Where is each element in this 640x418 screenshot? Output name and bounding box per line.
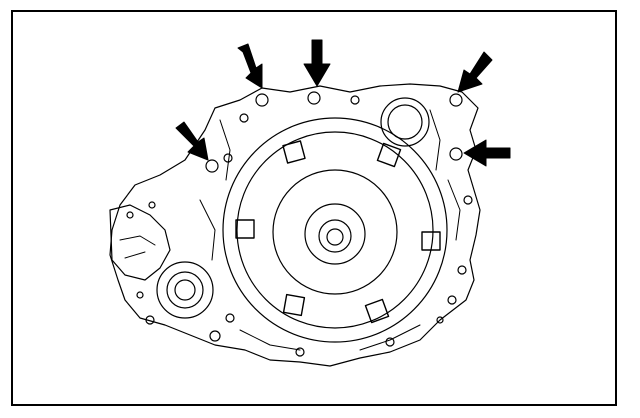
- converter-pads: [235, 140, 441, 324]
- output-flange-inner: [166, 271, 204, 309]
- upper-boss: [380, 97, 430, 147]
- torque-converter-ring: [236, 131, 434, 329]
- bolt-arrow-5: [463, 139, 511, 167]
- left-housing: [109, 204, 171, 281]
- converter-hub-center: [326, 228, 344, 246]
- callout-arrows: [175, 39, 511, 167]
- torque-converter-outer: [222, 117, 448, 343]
- bolt-arrow-3: [457, 51, 493, 93]
- converter-hub: [318, 219, 352, 253]
- bolt-arrow-1: [237, 43, 263, 89]
- output-shaft: [174, 279, 196, 301]
- output-flange: [156, 261, 214, 319]
- torque-converter-inner: [272, 169, 398, 295]
- case-ribs: [119, 109, 461, 351]
- bolt-arrow-2: [303, 39, 331, 87]
- case-bolt-holes: [126, 91, 473, 357]
- case-outline: [109, 83, 481, 367]
- upper-boss-inner: [387, 104, 423, 140]
- bolt-arrow-4: [175, 121, 209, 161]
- converter-hub-ring: [304, 203, 366, 265]
